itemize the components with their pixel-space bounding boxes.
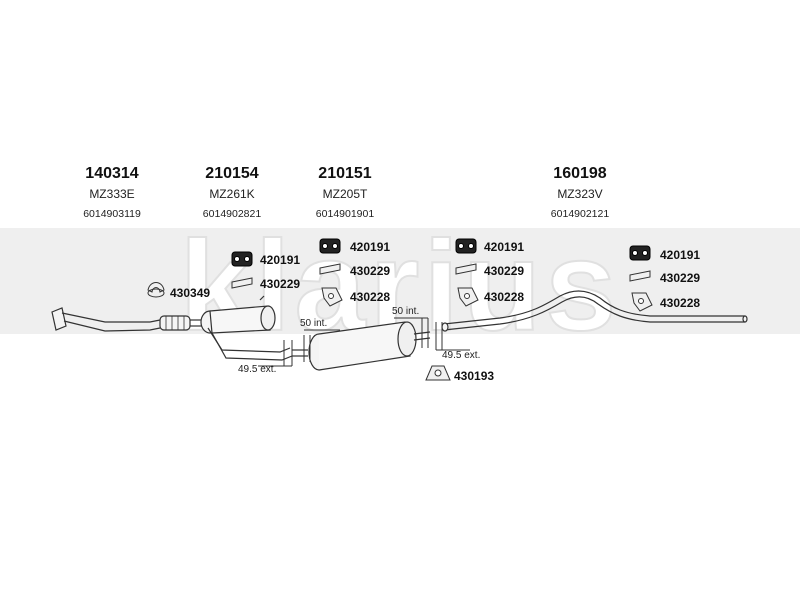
fitting-number: 430229 bbox=[350, 264, 390, 278]
rubber-mount-icon bbox=[231, 251, 253, 267]
part-number: 160198 bbox=[553, 165, 606, 182]
fitting-number: 430229 bbox=[484, 264, 524, 278]
hanger-icon bbox=[631, 292, 653, 312]
hanger-icon bbox=[457, 287, 479, 307]
part-number: 210154 bbox=[205, 165, 258, 182]
oe-number: 6014901901 bbox=[316, 208, 375, 220]
fitting-number: 420191 bbox=[350, 240, 390, 254]
clamp-icon bbox=[147, 282, 165, 298]
rear-silencer bbox=[292, 321, 431, 371]
hanger-icon bbox=[321, 287, 343, 307]
part-header-3: 210151 MZ205T 6014901901 bbox=[316, 165, 375, 220]
dimension-int-2: 50 int. bbox=[392, 306, 419, 317]
part-code: MZ205T bbox=[323, 187, 368, 201]
part-header-1: 140314 MZ333E 6014903119 bbox=[83, 165, 141, 220]
bracket-icon bbox=[455, 263, 477, 275]
fitting-number: 430228 bbox=[484, 290, 524, 304]
part-code: MZ323V bbox=[557, 187, 602, 201]
fitting-number: 430228 bbox=[350, 290, 390, 304]
part-number: 140314 bbox=[85, 165, 138, 182]
fitting-number: 420191 bbox=[660, 248, 700, 262]
dimension-ext-1: 49.5 ext. bbox=[238, 364, 276, 375]
part-number: 210151 bbox=[318, 165, 371, 182]
part-header-4: 160198 MZ323V 6014902121 bbox=[551, 165, 610, 220]
fitting-number: 430349 bbox=[170, 286, 210, 300]
oe-number: 6014902821 bbox=[203, 208, 262, 220]
dimension-marker-1 bbox=[258, 340, 293, 367]
fitting-number: 430229 bbox=[260, 277, 300, 291]
bracket-icon bbox=[231, 277, 253, 289]
front-pipe bbox=[51, 307, 191, 332]
tail-pipe bbox=[441, 290, 748, 332]
part-code: MZ261K bbox=[209, 187, 254, 201]
fitting-number: 420191 bbox=[260, 253, 300, 267]
bracket-icon bbox=[319, 263, 341, 275]
rubber-mount-icon bbox=[319, 238, 341, 254]
mounting-bracket-icon bbox=[425, 365, 451, 381]
brand-watermark: klarius bbox=[0, 214, 800, 359]
part-header-2: 210154 MZ261K 6014902821 bbox=[203, 165, 262, 220]
rubber-mount-icon bbox=[455, 238, 477, 254]
watermark-text: klarius bbox=[180, 215, 621, 358]
dimension-ext-2: 49.5 ext. bbox=[442, 350, 480, 361]
oe-number: 6014902121 bbox=[551, 208, 610, 220]
dimension-marker-4 bbox=[435, 322, 470, 351]
oe-number: 6014903119 bbox=[83, 208, 141, 220]
fitting-number: 430229 bbox=[660, 271, 700, 285]
fitting-number: 420191 bbox=[484, 240, 524, 254]
dimension-marker-2 bbox=[303, 329, 340, 362]
fitting-number: 430228 bbox=[660, 296, 700, 310]
fitting-number: 430193 bbox=[454, 369, 494, 383]
part-code: MZ333E bbox=[89, 187, 134, 201]
dimension-marker-3 bbox=[394, 317, 429, 348]
intermediate-silencer bbox=[190, 295, 293, 361]
dimension-int-1: 50 int. bbox=[300, 318, 327, 329]
rubber-mount-icon bbox=[629, 245, 651, 261]
bracket-icon bbox=[629, 270, 651, 282]
